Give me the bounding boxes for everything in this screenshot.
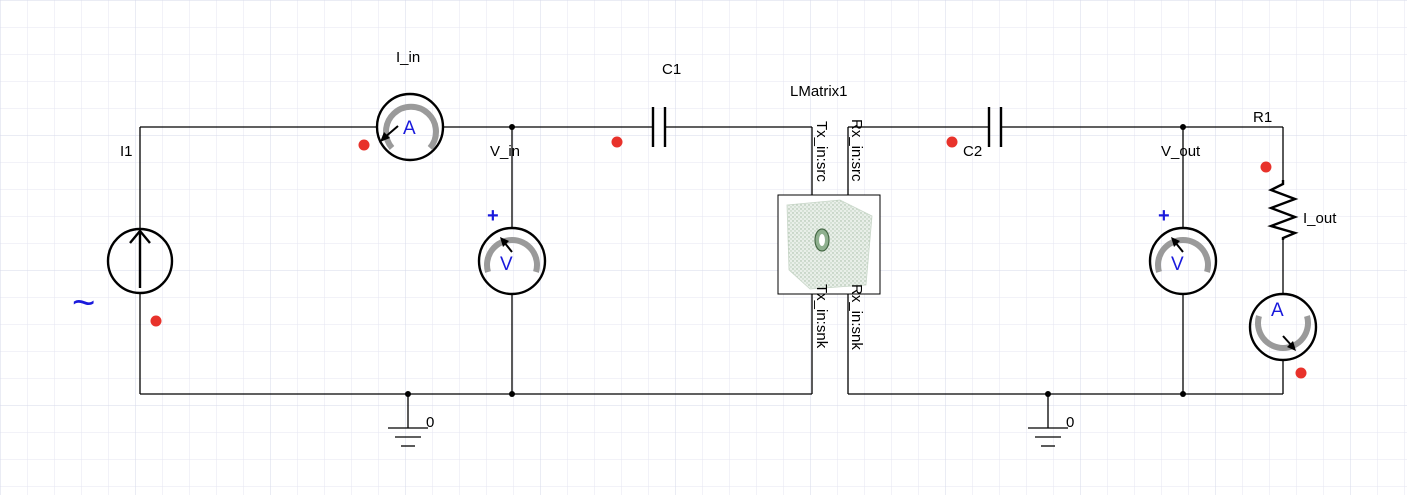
label-c1: C1 <box>662 61 681 78</box>
resistor-r1[interactable] <box>1267 180 1299 240</box>
label-v-in: V_in <box>490 143 520 160</box>
pin-tx-src: Tx_in:src <box>813 121 830 182</box>
capacitor-c2[interactable] <box>987 107 1003 147</box>
ammeter-out-letter: A <box>1271 300 1284 321</box>
lmatrix-block[interactable] <box>777 194 881 295</box>
voltmeter-v-out[interactable] <box>1148 226 1218 296</box>
red-marker-dots <box>150 136 1307 379</box>
pin-tx-snk: Tx_in:snk <box>813 284 830 349</box>
label-ground-right: 0 <box>1066 414 1074 431</box>
current-source-i1[interactable] <box>106 227 174 295</box>
plus-sign-v-out: + <box>1158 205 1170 227</box>
pin-rx-src: Rx_in:src <box>848 119 865 182</box>
voltmeter-in-letter: V <box>500 254 513 275</box>
ground-left[interactable] <box>388 427 428 447</box>
label-i1: I1 <box>120 143 133 160</box>
capacitor-c1[interactable] <box>651 107 667 147</box>
ammeter-i-out[interactable] <box>1248 292 1318 362</box>
label-ground-left: 0 <box>426 414 434 431</box>
plus-sign-v-in: + <box>487 205 499 227</box>
ac-source-icon: ~ <box>72 281 95 325</box>
ammeter-i-in[interactable] <box>375 92 445 162</box>
label-v-out: V_out <box>1161 143 1201 160</box>
voltmeter-v-in[interactable] <box>477 226 547 296</box>
junctions <box>405 124 1186 397</box>
voltmeter-out-letter: V <box>1171 254 1184 275</box>
label-r1: R1 <box>1253 109 1272 126</box>
label-i-out: I_out <box>1303 210 1337 227</box>
label-c2: C2 <box>963 143 982 160</box>
label-lmatrix: LMatrix1 <box>790 83 848 100</box>
label-i-in: I_in <box>396 49 420 66</box>
wires <box>139 126 1284 428</box>
pin-rx-snk: Rx_in:snk <box>848 284 865 350</box>
ground-right[interactable] <box>1028 427 1068 447</box>
ammeter-in-letter: A <box>403 118 416 139</box>
